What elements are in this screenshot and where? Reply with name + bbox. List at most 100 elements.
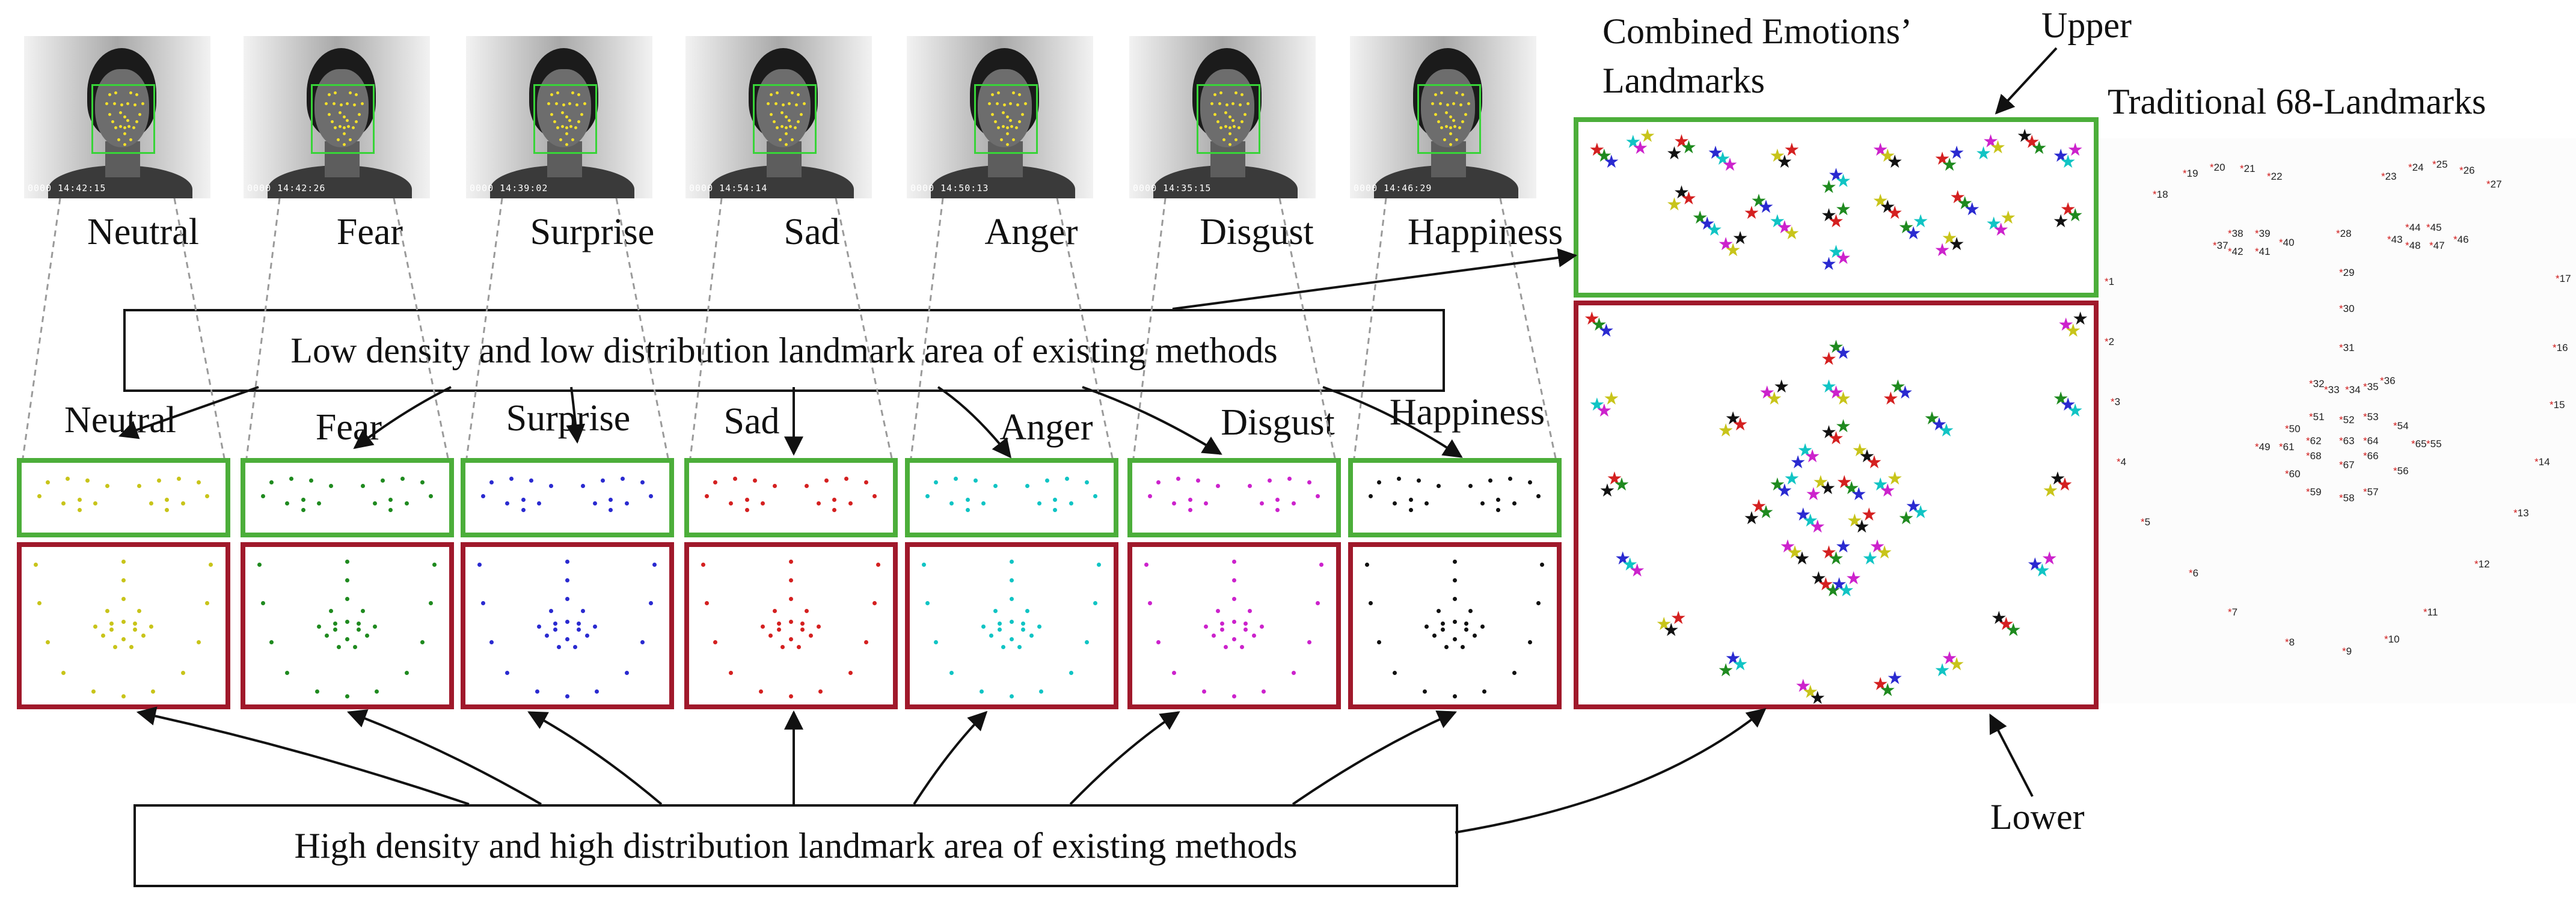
landmark-marker: * (2279, 237, 2283, 248)
face-photo-anger: 0000 14:50:13 (907, 36, 1093, 198)
photo-landmark-dot (129, 91, 132, 94)
landmark-dot (537, 501, 542, 506)
landmark-marker: * (2486, 179, 2491, 190)
combined-landmark-star: ★ (1828, 337, 1844, 357)
landmark-dot (872, 494, 877, 499)
combined-landmark-star: ★ (1860, 504, 1877, 525)
upper-panel-surprise (461, 458, 674, 537)
landmark-dot (535, 689, 539, 694)
dashed-connector (1499, 198, 1557, 459)
photo-landmark-dot (997, 126, 1000, 129)
landmark-dot (1172, 671, 1177, 676)
traditional-landmark-41: *41 (2255, 246, 2271, 257)
landmark-number: 53 (2367, 411, 2379, 423)
combined-landmark-star: ★ (1872, 191, 1889, 211)
photo-landmark-dot (1434, 93, 1437, 96)
low-density-arrow (937, 386, 1011, 459)
landmark-dot (768, 634, 773, 638)
landmark-number: 30 (2343, 303, 2355, 314)
combined-landmark-star: ★ (1783, 224, 1800, 244)
photo-landmark-dot (1006, 126, 1009, 129)
photo-landmark-dot (1012, 91, 1015, 94)
landmark-dot (333, 621, 337, 626)
photo-landmark-dot (343, 143, 346, 146)
combined-landmark-star: ★ (1699, 214, 1716, 234)
combined-landmark-star: ★ (1941, 155, 1958, 176)
traditional-landmark-8: *8 (2285, 637, 2295, 647)
combined-landmark-star: ★ (1853, 516, 1870, 537)
combined-landmark-star: ★ (2067, 206, 2084, 226)
landmark-dot (1496, 498, 1501, 502)
landmark-number: 67 (2343, 459, 2355, 471)
landmark-dot (1496, 508, 1501, 513)
landmark-dot (1239, 644, 1244, 649)
landmark-dot (621, 477, 625, 481)
low-density-arrow (1082, 386, 1222, 455)
landmark-dot (557, 644, 562, 649)
photo-landmark-dot (785, 126, 788, 129)
landmark-dot (1053, 498, 1058, 502)
photo-landmark-dot (1224, 125, 1227, 128)
landmark-dot (1009, 578, 1014, 582)
landmark-marker: * (2363, 411, 2367, 423)
landmark-marker: * (2183, 168, 2187, 179)
high-to-combined-arrow (1455, 707, 1767, 834)
photo-landmark-dot (1439, 102, 1442, 105)
traditional-landmark-52: *52 (2339, 415, 2355, 425)
dashed-connector (393, 198, 449, 459)
landmark-dot (572, 644, 577, 649)
landmark-marker: * (2339, 342, 2343, 353)
photo-landmark-dot (132, 126, 135, 129)
landmark-dot (804, 483, 809, 488)
photo-label-disgust: Disgust (1200, 212, 1314, 252)
photo-landmark-dot (353, 103, 356, 106)
combined-landmark-star: ★ (1717, 660, 1734, 680)
face-detection-box (533, 84, 597, 154)
traditional-landmark-34: *34 (2345, 385, 2361, 395)
landmark-dot (61, 501, 66, 506)
photo-landmark-dot (141, 102, 144, 105)
landmark-dot (1364, 562, 1369, 567)
traditional-landmark-35: *35 (2363, 382, 2379, 392)
combined-landmark-star: ★ (1603, 151, 1620, 172)
photo-landmark-dot (114, 91, 117, 94)
landmark-number: 62 (2310, 435, 2322, 447)
high-density-arrow (1069, 711, 1180, 805)
landmark-marker: * (2210, 162, 2214, 173)
combined-landmark-star: ★ (2023, 132, 2040, 153)
traditional-landmark-21: *21 (2240, 163, 2256, 174)
landmark-dot (372, 625, 377, 629)
photo-landmark-dot (1431, 102, 1434, 105)
combined-landmark-star: ★ (1897, 383, 1913, 403)
landmark-marker: * (2255, 228, 2259, 239)
dashed-connector (689, 198, 723, 459)
landmark-number: 38 (2231, 228, 2243, 239)
photo-landmark-dot (1458, 126, 1461, 129)
landmark-number: 59 (2310, 486, 2322, 498)
traditional-landmark-30: *30 (2339, 304, 2355, 314)
landmark-marker: * (2279, 441, 2283, 453)
photo-landmark-dot (797, 120, 800, 123)
landmark-number: 14 (2538, 456, 2550, 468)
landmark-dot (800, 621, 805, 626)
traditional-landmark-57: *57 (2363, 487, 2379, 497)
combined-landmark-star: ★ (2049, 468, 2066, 489)
upper-panel-disgust (1127, 458, 1341, 537)
landmark-dot (77, 498, 82, 502)
traditional-landmark-15: *15 (2550, 400, 2565, 410)
upper-label: Upper (2041, 5, 2132, 45)
combined-landmark-star: ★ (1795, 676, 1812, 697)
photo-landmark-dot (1452, 119, 1455, 122)
lower-panel-fear (241, 542, 454, 709)
landmark-dot (1231, 694, 1236, 699)
photo-landmark-dot (794, 126, 797, 129)
landmark-marker: * (2213, 240, 2217, 251)
landmark-marker: * (2228, 606, 2232, 618)
combined-landmark-star: ★ (1821, 254, 1837, 275)
combined-landmark-star: ★ (1583, 309, 1600, 329)
landmark-dot (1009, 620, 1014, 625)
landmark-dot (317, 625, 322, 629)
landmark-dot (420, 640, 425, 644)
landmark-dot (818, 689, 823, 694)
combined-landmark-star: ★ (1789, 453, 1806, 473)
